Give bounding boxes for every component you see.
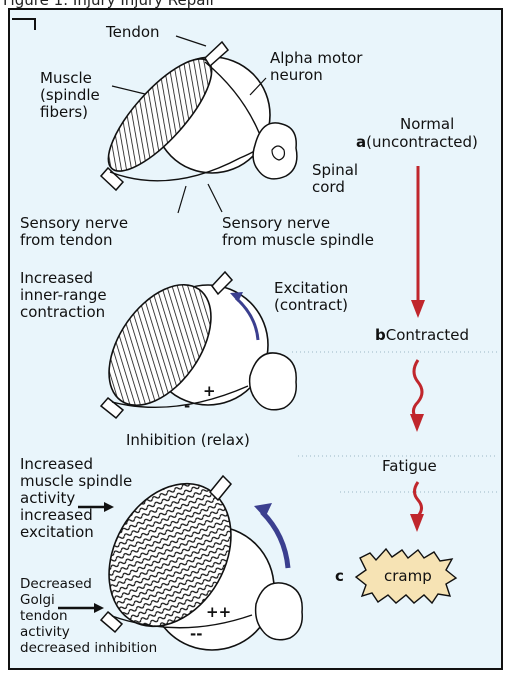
tendon-pointer bbox=[176, 36, 206, 46]
tendon-bottom bbox=[101, 398, 123, 418]
spinal-cord-shape bbox=[256, 583, 303, 640]
spinal-cord-label: Spinal cord bbox=[312, 162, 358, 196]
cramp-label: cramp bbox=[384, 568, 432, 585]
tendon-label: Tendon bbox=[106, 24, 160, 41]
state-a-label: a(uncontracted) bbox=[356, 134, 478, 151]
state-b-label: bContracted bbox=[375, 327, 469, 344]
state-a-detail: (uncontracted) bbox=[366, 133, 478, 151]
state-a-letter: a bbox=[356, 133, 366, 151]
inhibition-label: Inhibition (relax) bbox=[126, 432, 250, 449]
cramp-squiggle-icon bbox=[415, 482, 422, 516]
muscle-label: Muscle (spindle fibers) bbox=[40, 70, 100, 121]
state-c-letter: c bbox=[335, 568, 344, 585]
increased-contraction-label: Increased inner-range contraction bbox=[20, 270, 107, 321]
progression-arrowhead-icon bbox=[411, 300, 425, 318]
double-minus-sign: -- bbox=[190, 626, 202, 643]
sensory-nerve-spindle-label: Sensory nerve from muscle spindle bbox=[222, 215, 374, 249]
alpha-motor-neuron-label: Alpha motor neuron bbox=[270, 50, 362, 84]
double-plus-sign: ++ bbox=[206, 604, 231, 621]
golgi-activity-label: Decreased Golgi tendon activity decrease… bbox=[20, 576, 157, 656]
fatigue-squiggle-icon bbox=[413, 360, 422, 418]
muscle-pointer bbox=[112, 86, 145, 94]
fatigue-arrowhead-icon bbox=[410, 414, 424, 432]
sensory-spindle-pointer bbox=[208, 184, 222, 212]
state-b-name: Contracted bbox=[386, 326, 469, 344]
state-b-letter: b bbox=[375, 326, 386, 344]
minus-sign: - bbox=[184, 398, 190, 415]
sensory-nerve-tendon-label: Sensory nerve from tendon bbox=[20, 215, 128, 249]
fatigue-label: Fatigue bbox=[382, 458, 437, 475]
muscle-diagram-normal bbox=[93, 42, 297, 190]
excitation-label: Excitation (contract) bbox=[274, 280, 348, 314]
plus-sign: + bbox=[203, 383, 216, 400]
sensory-tendon-pointer bbox=[178, 186, 186, 213]
strong-excitation-arrowhead-icon bbox=[254, 503, 272, 518]
muscle-diagram-contracted bbox=[88, 266, 296, 423]
spinal-cord-shape bbox=[250, 353, 297, 410]
state-a-title: Normal bbox=[400, 116, 454, 133]
cramp-arrowhead-icon bbox=[410, 514, 424, 532]
spindle-activity-label: Increased muscle spindle activity increa… bbox=[20, 456, 132, 541]
